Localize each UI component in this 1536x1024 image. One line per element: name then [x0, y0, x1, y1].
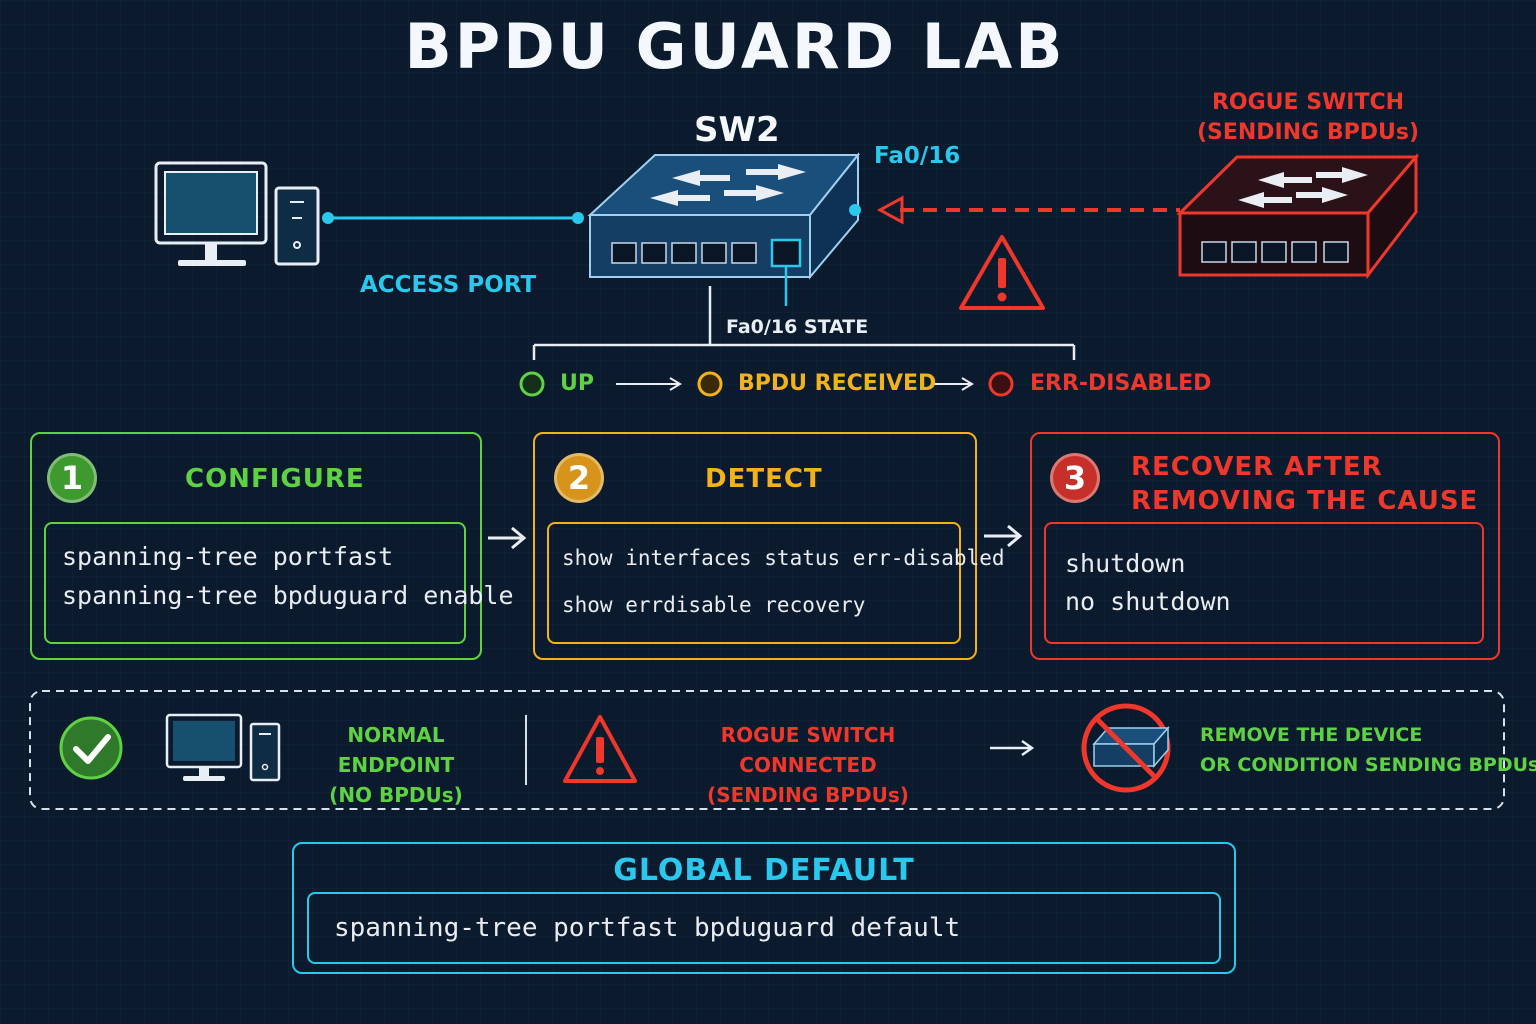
sw2-switch-icon	[587, 152, 861, 306]
recover-panel	[1030, 432, 1500, 660]
state-bpdu-dot	[697, 371, 723, 397]
legend-remove-line1: REMOVE THE DEVICE	[1200, 724, 1423, 746]
recover-commands-box	[1044, 522, 1484, 644]
recover-title-line2: REMOVING THE CAUSE	[1131, 486, 1479, 516]
rogue-label-line1: ROGUE SWITCH	[1211, 90, 1405, 115]
legend-normal-line2: (NO BPDUs)	[329, 783, 463, 807]
detect-panel	[533, 432, 977, 660]
configure-cmd-bpduguard: spanning-tree bpduguard enable	[62, 581, 514, 610]
state-bpdu-received-label: BPDU RECEIVED	[738, 371, 937, 396]
step-3-badge: 3	[1050, 453, 1100, 503]
port-state-label: Fa0/16 STATE	[726, 316, 869, 338]
page-title: BPDU GUARD LAB	[404, 10, 1066, 83]
global-default-panel	[292, 842, 1236, 974]
no-switch-icon	[1081, 703, 1171, 793]
detect-commands-box	[547, 522, 961, 644]
rogue-warning-icon	[563, 715, 637, 783]
detect-cmd-status: show interfaces status err-disabled	[562, 546, 1005, 570]
rogue-label-line2: (SENDING BPDUs)	[1196, 120, 1420, 145]
check-icon	[59, 716, 123, 780]
configure-title: CONFIGURE	[185, 464, 365, 494]
rogue-switch-label: ROGUE SWITCH (SENDING BPDUs)	[1170, 88, 1446, 148]
detect-cmd-recovery: show errdisable recovery	[562, 593, 866, 617]
pc-icon	[154, 161, 320, 266]
legend-rogue-connected: ROGUE SWITCH CONNECTED (SENDING BPDUs)	[650, 720, 966, 810]
endpoint-pc-icon	[165, 713, 281, 782]
state-err-dot	[988, 371, 1014, 397]
legend-remove-device: REMOVE THE DEVICE OR CONDITION SENDING B…	[1200, 720, 1536, 780]
legend-rogue-line2: (SENDING BPDUs)	[707, 783, 909, 807]
recover-cmd-shutdown: shutdown	[1065, 549, 1186, 578]
configure-commands-box	[44, 522, 466, 644]
state-bracket	[532, 286, 1076, 360]
rogue-switch-icon	[1176, 152, 1420, 280]
recover-title-line1: RECOVER AFTER	[1131, 452, 1383, 482]
legend-normal-endpoint: NORMAL ENDPOINT (NO BPDUs)	[290, 720, 502, 810]
legend-rogue-line1: ROGUE SWITCH CONNECTED	[720, 723, 896, 777]
access-port-label: ACCESS PORT	[360, 272, 537, 298]
warning-icon	[959, 235, 1045, 310]
global-default-command: spanning-tree portfast bpduguard default	[334, 913, 961, 943]
detect-title: DETECT	[705, 464, 823, 494]
state-err-disabled-label: ERR-DISABLED	[1030, 371, 1212, 396]
global-default-title: GLOBAL DEFAULT	[613, 853, 915, 888]
sw2-label: SW2	[694, 110, 780, 150]
step-1-badge: 1	[47, 453, 97, 503]
configure-cmd-portfast: spanning-tree portfast	[62, 542, 394, 571]
global-default-command-box	[307, 892, 1221, 964]
configure-panel	[30, 432, 482, 660]
step-2-badge: 2	[554, 453, 604, 503]
legend-box	[29, 690, 1505, 810]
legend-remove-line2: OR CONDITION SENDING BPDUs	[1200, 754, 1536, 776]
recover-title: RECOVER AFTER REMOVING THE CAUSE	[1131, 450, 1478, 518]
port-label: Fa0/16	[874, 143, 961, 169]
legend-normal-line1: NORMAL ENDPOINT	[337, 723, 455, 777]
state-up-dot	[519, 371, 545, 397]
recover-cmd-no-shutdown: no shutdown	[1065, 587, 1231, 616]
state-up-label: UP	[560, 371, 594, 396]
